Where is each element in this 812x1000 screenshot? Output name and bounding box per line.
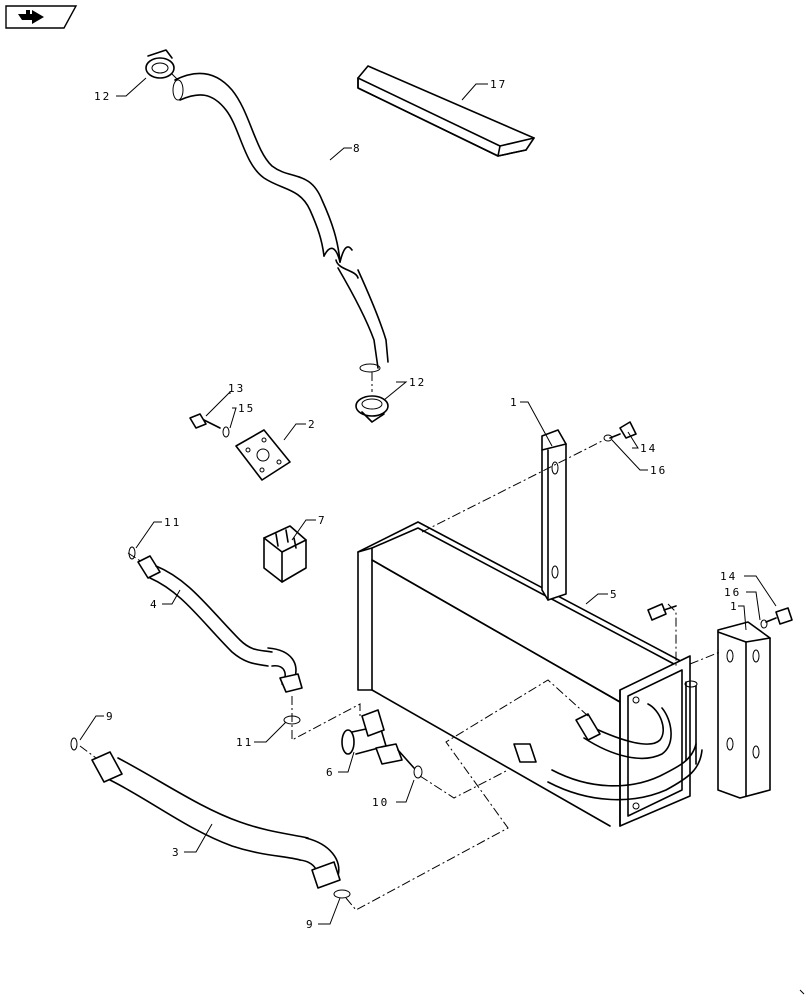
callout-14-side: 14 [720, 570, 737, 583]
part-16-washer-top [603, 434, 613, 442]
callout-8: 8 [353, 142, 362, 155]
part-3-hose [91, 751, 341, 889]
part-8-hose [172, 72, 389, 373]
callout-9-bottom: 9 [306, 918, 315, 931]
part-9-o-ring-bottom [333, 889, 351, 899]
leader-lines [79, 77, 777, 925]
part-11-o-ring-top [128, 546, 136, 560]
callout-11-top: 11 [164, 516, 181, 529]
part-17-pad [357, 65, 535, 157]
assembly-lines [79, 73, 721, 911]
part-14-bolt-top [609, 421, 637, 439]
callout-13: 13 [228, 382, 245, 395]
callout-12-top: 12 [94, 90, 111, 103]
callout-1-top: 1 [510, 396, 519, 409]
part-1-bracket-side [717, 621, 771, 799]
part-14-bolt-side [765, 607, 793, 625]
part-1-bracket-top [541, 429, 567, 601]
part-2-plate [235, 429, 291, 481]
part-9-o-ring-top [70, 737, 78, 751]
callout-12-bottom: 12 [409, 376, 426, 389]
callout-3: 3 [172, 846, 181, 859]
callout-4: 4 [150, 598, 159, 611]
callout-9-top: 9 [106, 710, 115, 723]
part-5-heater-core [357, 521, 703, 827]
callout-10: 10 [372, 796, 389, 809]
part-15-washer [222, 426, 230, 438]
callout-16-top: 16 [650, 464, 667, 477]
part-6-fitting [341, 709, 415, 769]
part-4-hose [137, 555, 303, 693]
callout-7: 7 [318, 514, 327, 527]
callout-labels: 12 17 8 12 13 15 2 1 14 16 7 11 4 5 14 1… [94, 78, 741, 931]
callout-15: 15 [238, 402, 255, 415]
part-16-washer-side [760, 619, 768, 629]
next-page-arrow-icon [18, 10, 44, 24]
callout-1-side: 1 [730, 600, 739, 613]
callout-5: 5 [610, 588, 619, 601]
part-10-o-ring [413, 765, 423, 779]
callout-17: 17 [490, 78, 507, 91]
corner-mark [799, 989, 805, 995]
callout-11-bottom: 11 [236, 736, 253, 749]
part-7-relay [263, 525, 307, 583]
part-bolt-center [647, 603, 677, 621]
next-page-button[interactable] [5, 5, 78, 29]
part-12-clamp-top [145, 49, 175, 79]
callout-16-side: 16 [724, 586, 741, 599]
callout-2: 2 [308, 418, 317, 431]
callout-6: 6 [326, 766, 335, 779]
part-13-bolt [189, 413, 221, 429]
part-12-clamp-bottom [355, 395, 389, 423]
callout-14-top: 14 [640, 442, 657, 455]
